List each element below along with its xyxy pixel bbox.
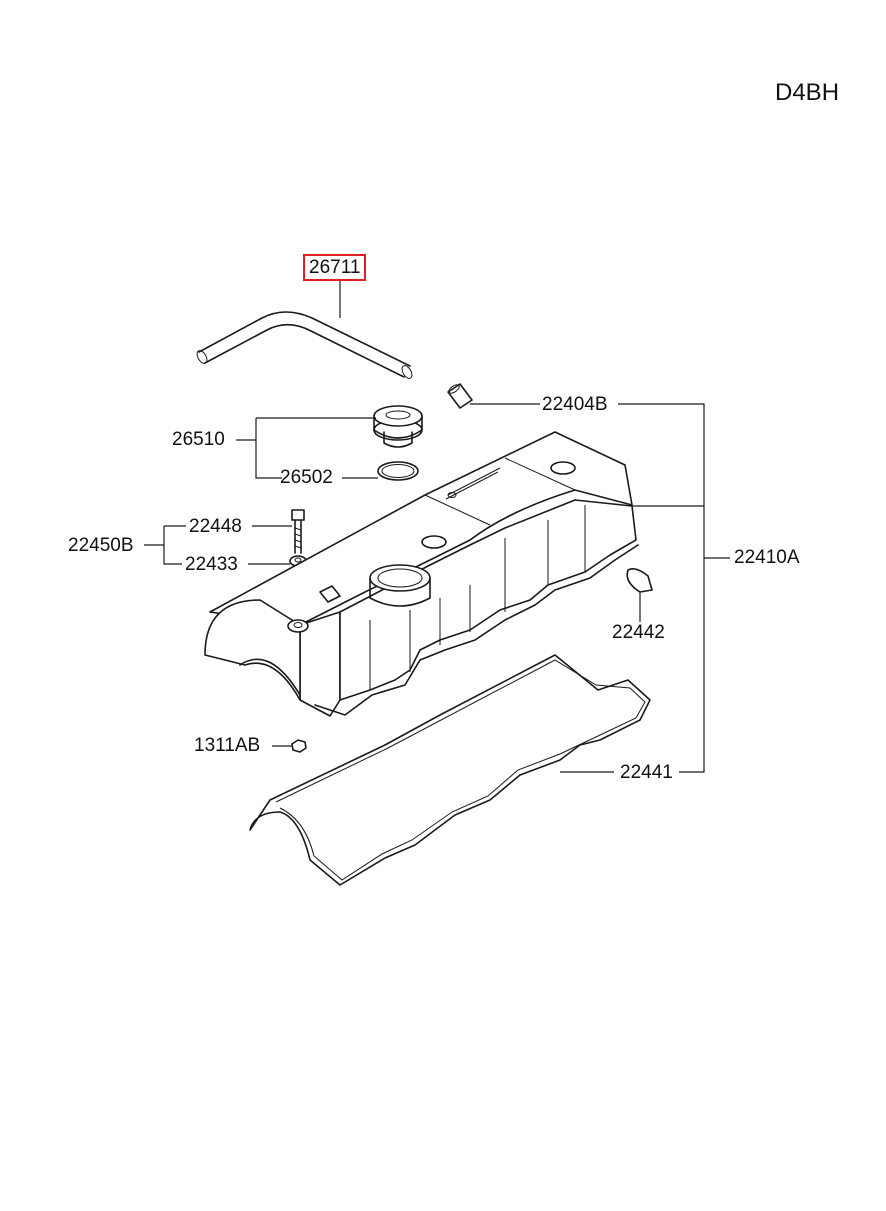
part-number-26502[interactable]: 26502: [280, 467, 333, 488]
part-number-26711-highlighted[interactable]: 26711: [303, 254, 367, 281]
leader-22450B: [144, 525, 186, 565]
part-number-22448[interactable]: 22448: [189, 516, 242, 537]
part-number-22442[interactable]: 22442: [612, 622, 665, 643]
dowel-pin-icon[interactable]: [447, 383, 473, 409]
engine-code-label: D4BH: [775, 79, 840, 106]
part-number-26510[interactable]: 26510: [172, 429, 225, 450]
part-number-1311AB[interactable]: 1311AB: [194, 735, 261, 756]
leader-22404B-bracket: [618, 403, 705, 773]
leader-22410A: [632, 505, 730, 559]
part-number-22433[interactable]: 22433: [185, 554, 238, 575]
part-number-22404B[interactable]: 22404B: [542, 394, 608, 415]
leader-26510: [236, 417, 376, 479]
semicircular-plug-icon[interactable]: [626, 568, 653, 593]
part-number-22410A[interactable]: 22410A: [734, 547, 800, 568]
oil-filler-cap-assembly-icon[interactable]: [373, 405, 423, 448]
cover-gasket-icon[interactable]: [249, 654, 651, 886]
breather-hose-icon[interactable]: [195, 311, 414, 380]
o-ring-icon[interactable]: [377, 461, 419, 481]
nut-icon[interactable]: [291, 739, 307, 753]
rocker-cover-assembly-icon[interactable]: [204, 431, 639, 717]
part-number-22450B[interactable]: 22450B: [68, 535, 134, 556]
bolt-icon[interactable]: [291, 509, 305, 554]
part-number-22441[interactable]: 22441: [620, 762, 673, 783]
